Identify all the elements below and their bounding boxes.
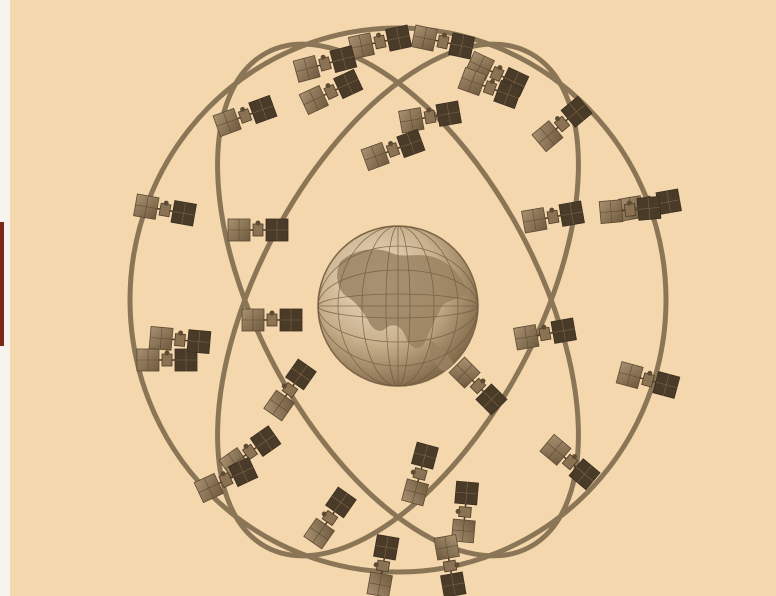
- side-tab: [0, 222, 4, 346]
- globe: [318, 226, 478, 386]
- constellation-illustration: [10, 0, 776, 596]
